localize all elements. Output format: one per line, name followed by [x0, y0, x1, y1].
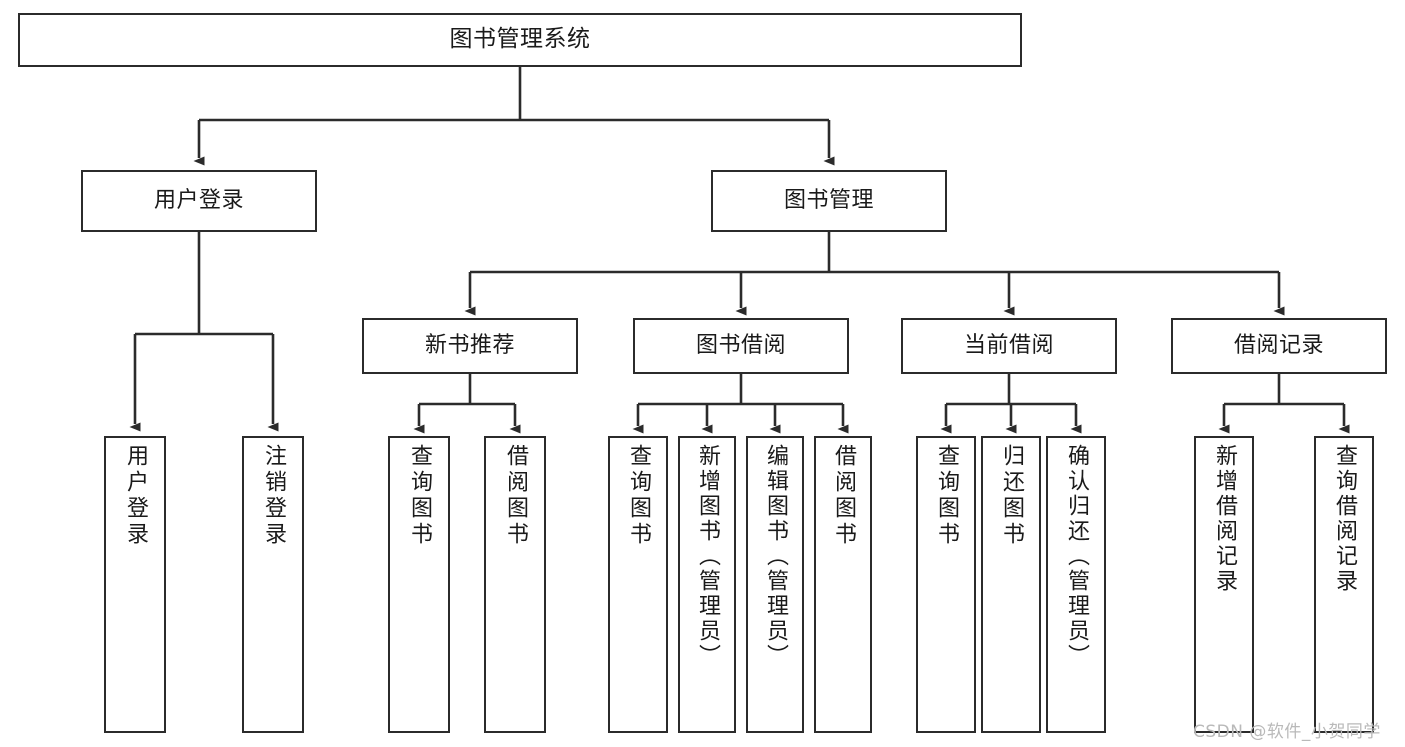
node-borrow-record[interactable]: 借阅记录 [1171, 318, 1387, 374]
node-leaf-query-borrow-record-label: 查询借阅记录 [1332, 444, 1357, 594]
node-borrow-record-label: 借阅记录 [1233, 333, 1324, 359]
node-leaf-user-login[interactable]: 用户登录 [104, 436, 166, 733]
node-root[interactable]: 图书管理系统 [18, 13, 1022, 67]
node-new-book-recommend[interactable]: 新书推荐 [362, 318, 578, 374]
node-leaf-logout[interactable]: 注销登录 [242, 436, 304, 733]
node-book-manage-label: 图书管理 [783, 188, 874, 214]
node-leaf-return-book-label: 归还图书 [999, 444, 1024, 548]
node-book-manage[interactable]: 图书管理 [711, 170, 947, 232]
node-user-login[interactable]: 用户登录 [81, 170, 317, 232]
node-leaf-query-book-1-label: 查询图书 [407, 444, 432, 548]
node-leaf-user-login-label: 用户登录 [123, 444, 148, 548]
node-leaf-logout-label: 注销登录 [261, 444, 286, 548]
node-leaf-edit-book-label: 编辑图书（管理员） [763, 444, 788, 669]
node-leaf-borrow-book-1[interactable]: 借阅图书 [484, 436, 546, 733]
node-root-label: 图书管理系统 [449, 26, 591, 53]
node-current-borrow-label: 当前借阅 [963, 333, 1054, 359]
node-book-borrow-label: 图书借阅 [695, 333, 786, 359]
node-leaf-confirm-return[interactable]: 确认归还（管理员） [1046, 436, 1106, 733]
node-leaf-query-book-1[interactable]: 查询图书 [388, 436, 450, 733]
node-user-login-label: 用户登录 [153, 188, 244, 214]
node-leaf-query-book-3-label: 查询图书 [934, 444, 959, 548]
node-leaf-add-book[interactable]: 新增图书（管理员） [678, 436, 736, 733]
node-leaf-confirm-return-label: 确认归还（管理员） [1064, 444, 1089, 669]
node-current-borrow[interactable]: 当前借阅 [901, 318, 1117, 374]
node-leaf-query-borrow-record[interactable]: 查询借阅记录 [1314, 436, 1374, 733]
node-leaf-query-book-2-label: 查询图书 [626, 444, 651, 548]
node-leaf-borrow-book-1-label: 借阅图书 [503, 444, 528, 548]
node-book-borrow[interactable]: 图书借阅 [633, 318, 849, 374]
node-new-book-recommend-label: 新书推荐 [424, 333, 515, 359]
node-leaf-add-book-label: 新增图书（管理员） [695, 444, 720, 669]
node-leaf-borrow-book-2[interactable]: 借阅图书 [814, 436, 872, 733]
node-leaf-add-borrow-record-label: 新增借阅记录 [1212, 444, 1237, 594]
node-leaf-borrow-book-2-label: 借阅图书 [831, 444, 856, 548]
node-leaf-add-borrow-record[interactable]: 新增借阅记录 [1194, 436, 1254, 733]
node-leaf-return-book[interactable]: 归还图书 [981, 436, 1041, 733]
node-leaf-query-book-3[interactable]: 查询图书 [916, 436, 976, 733]
node-leaf-edit-book[interactable]: 编辑图书（管理员） [746, 436, 804, 733]
node-leaf-query-book-2[interactable]: 查询图书 [608, 436, 668, 733]
